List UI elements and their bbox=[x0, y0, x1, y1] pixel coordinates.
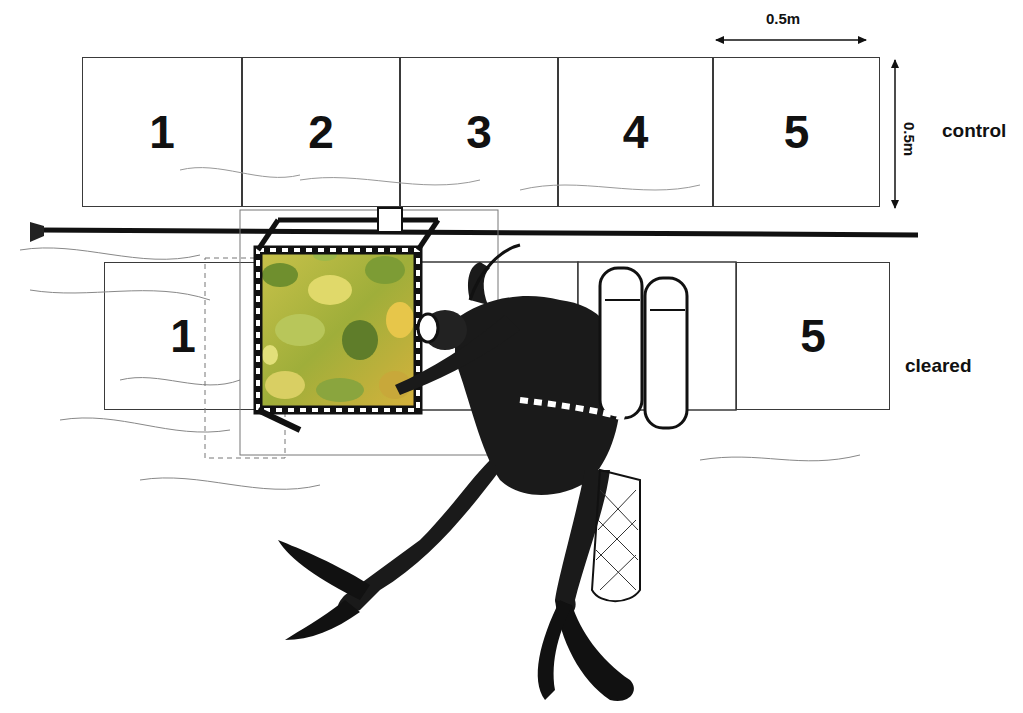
water-sketch bbox=[180, 168, 700, 190]
rope-anchor bbox=[30, 222, 44, 242]
quadrat-number: 5 bbox=[800, 309, 826, 363]
algae-patch bbox=[265, 371, 305, 399]
frame-strut bbox=[258, 410, 300, 430]
row-label: control bbox=[942, 120, 1006, 142]
diver-arm bbox=[468, 262, 490, 305]
weight-belt bbox=[520, 400, 630, 420]
frame-strut bbox=[418, 220, 438, 250]
quadrat-square: 2 bbox=[242, 57, 400, 207]
algae-patch bbox=[262, 263, 298, 287]
algae-patch bbox=[275, 314, 325, 346]
quadrat-outline bbox=[420, 262, 578, 410]
quadrat-square: 1 bbox=[104, 262, 262, 410]
air-tank bbox=[600, 268, 642, 418]
quadrat-outline bbox=[262, 262, 420, 410]
algae-patch bbox=[342, 320, 378, 360]
quadrat-square: 3 bbox=[400, 57, 558, 207]
quadrat-number: 4 bbox=[623, 105, 649, 159]
quadrat-outline bbox=[578, 262, 736, 410]
tank-detail bbox=[650, 309, 685, 311]
algae-patch bbox=[379, 371, 411, 399]
diver-head bbox=[423, 310, 467, 350]
water-sketch bbox=[20, 248, 860, 489]
algae-texture bbox=[262, 249, 414, 402]
camera-box bbox=[378, 208, 402, 232]
diver-illustration bbox=[278, 245, 687, 701]
diver-fin bbox=[278, 540, 370, 640]
dimension-arrow bbox=[894, 60, 896, 208]
diver-mask bbox=[418, 314, 438, 342]
frame-strut bbox=[258, 220, 278, 250]
quadrat-square: 4 bbox=[558, 57, 713, 207]
quadrat-number: 2 bbox=[308, 105, 334, 159]
quadrat-number: 5 bbox=[784, 105, 810, 159]
transect-rope bbox=[40, 230, 918, 235]
diver-arm bbox=[395, 315, 520, 395]
quadrat-number: 1 bbox=[170, 309, 196, 363]
quadrat-frame bbox=[258, 250, 418, 410]
diver-fin bbox=[538, 600, 572, 700]
air-tank bbox=[645, 278, 687, 428]
quadrat-square: 1 bbox=[82, 57, 242, 207]
algae-patch bbox=[365, 256, 405, 284]
diver-hose bbox=[470, 245, 520, 300]
algae-patch bbox=[313, 249, 337, 261]
algae-patch bbox=[386, 302, 414, 338]
collecting-net bbox=[596, 490, 638, 590]
frame-outline bbox=[240, 210, 498, 455]
collecting-net bbox=[592, 470, 640, 601]
diver-leg bbox=[555, 470, 610, 616]
dimension-label: 0.5m bbox=[766, 10, 800, 27]
quadrat-photo bbox=[258, 250, 418, 410]
diver-fin bbox=[555, 600, 634, 701]
tank-detail bbox=[605, 299, 640, 301]
dimension-label: 0.5m bbox=[901, 122, 918, 156]
algae-patch bbox=[316, 378, 364, 402]
algae-patch bbox=[308, 275, 352, 305]
frame-strut bbox=[278, 218, 438, 223]
quadrat-frame bbox=[258, 250, 418, 410]
diver-body bbox=[455, 296, 621, 495]
row-label: cleared bbox=[905, 355, 972, 377]
frame-outline bbox=[205, 258, 285, 458]
diver-leg bbox=[338, 460, 500, 614]
quadrat-number: 3 bbox=[466, 105, 492, 159]
dimension-arrow bbox=[716, 39, 866, 41]
algae-patch bbox=[262, 345, 278, 365]
quadrat-square: 5 bbox=[713, 57, 880, 207]
quadrat-square: 5 bbox=[736, 262, 890, 410]
quadrat-number: 1 bbox=[149, 105, 175, 159]
